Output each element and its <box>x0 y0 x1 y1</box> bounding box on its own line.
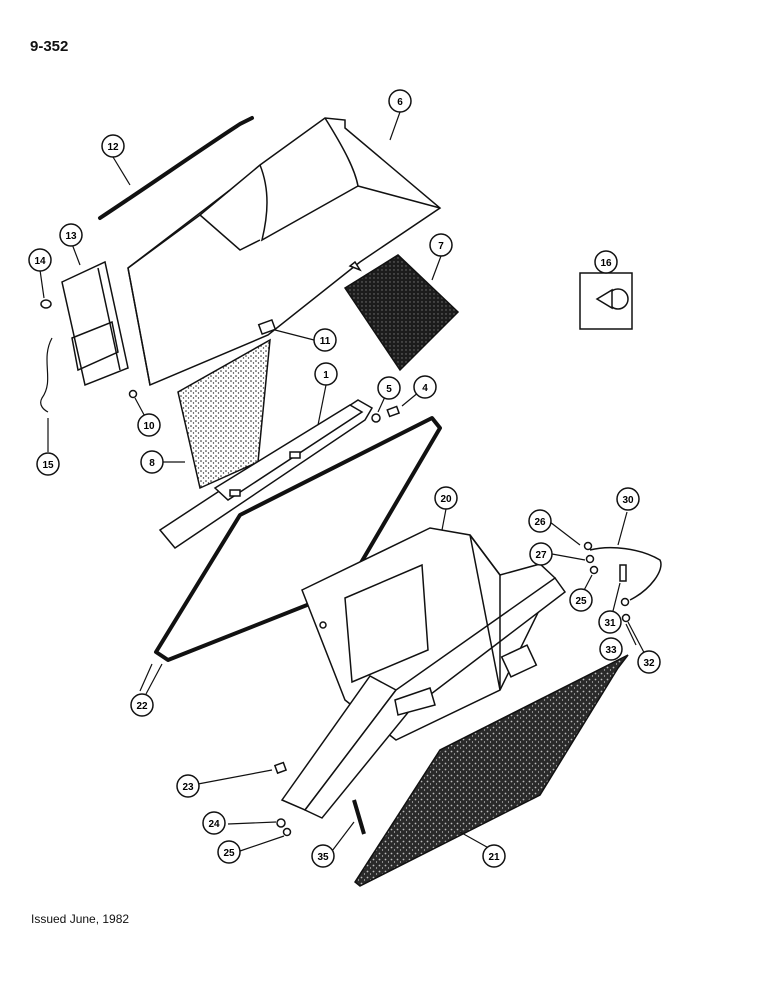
callout-24: 24 <box>202 811 226 835</box>
svg-text:33: 33 <box>605 645 617 656</box>
part-12-hose <box>98 116 254 220</box>
callout-10: 10 <box>137 413 161 437</box>
part-1-tray <box>158 399 374 550</box>
callout-11: 11 <box>313 328 337 352</box>
part-33-washer <box>620 597 630 607</box>
part-20-frame <box>280 527 567 819</box>
svg-text:32: 32 <box>643 658 655 669</box>
callout-14: 14 <box>28 248 52 272</box>
part-21-pad <box>354 654 629 887</box>
part-25b-washer <box>589 565 599 575</box>
svg-text:25: 25 <box>223 848 235 859</box>
callout-25b: 25 <box>569 588 593 612</box>
svg-text:35: 35 <box>317 852 329 863</box>
callout-7: 7 <box>429 233 453 257</box>
page-number: 9-352 <box>30 38 69 55</box>
svg-text:25: 25 <box>575 596 587 607</box>
svg-text:20: 20 <box>440 494 452 505</box>
svg-text:23: 23 <box>182 782 194 793</box>
part-27-nut <box>585 554 595 564</box>
svg-text:8: 8 <box>149 458 155 469</box>
svg-text:24: 24 <box>208 819 220 830</box>
svg-text:5: 5 <box>386 384 392 395</box>
svg-text:1: 1 <box>323 370 329 381</box>
svg-text:6: 6 <box>397 97 403 108</box>
svg-text:26: 26 <box>534 517 546 528</box>
part-23-bolt <box>273 761 288 775</box>
svg-text:22: 22 <box>136 701 148 712</box>
callout-20: 20 <box>434 486 458 510</box>
part-25-washer <box>282 827 292 837</box>
callout-26: 26 <box>528 509 552 533</box>
callout-35: 35 <box>311 844 335 868</box>
svg-text:21: 21 <box>488 852 500 863</box>
part-14-knob <box>40 299 52 309</box>
callout-23: 23 <box>176 774 200 798</box>
callout-16: 16 <box>594 250 618 274</box>
issue-date-note: Issued June, 1982 <box>31 912 130 926</box>
part-31-bolt <box>619 564 627 582</box>
part-35-stud <box>352 799 366 835</box>
callout-30: 30 <box>616 487 640 511</box>
callout-5: 5 <box>377 376 401 400</box>
svg-text:14: 14 <box>34 256 46 267</box>
part-7-screen <box>343 254 460 372</box>
part-26-washer <box>583 541 593 551</box>
svg-text:30: 30 <box>622 495 634 506</box>
part-15-cable <box>40 337 53 413</box>
callout-1: 1 <box>314 362 338 386</box>
part-11-clip <box>257 318 277 336</box>
part-4-bolt <box>386 405 401 418</box>
callout-31: 31 <box>598 610 622 634</box>
part-10-screw <box>128 389 138 399</box>
svg-text:10: 10 <box>143 421 155 432</box>
svg-text:15: 15 <box>42 460 54 471</box>
callout-32: 32 <box>637 650 661 674</box>
svg-text:4: 4 <box>422 383 428 394</box>
callout-33: 33 <box>599 637 623 661</box>
callout-22: 22 <box>130 693 154 717</box>
callout-27: 27 <box>529 542 553 566</box>
svg-text:27: 27 <box>535 550 547 561</box>
part-6-cover <box>127 117 442 387</box>
callout-8: 8 <box>140 450 164 474</box>
svg-text:31: 31 <box>604 618 616 629</box>
callout-21: 21 <box>482 844 506 868</box>
callout-15: 15 <box>36 452 60 476</box>
callout-12: 12 <box>101 134 125 158</box>
svg-text:12: 12 <box>107 142 119 153</box>
part-13-panel <box>61 260 129 387</box>
callout-13: 13 <box>59 223 83 247</box>
callout-25a: 25 <box>217 840 241 864</box>
part-22-gasket <box>154 416 442 662</box>
part-16-inset <box>579 272 633 330</box>
svg-text:16: 16 <box>600 258 612 269</box>
part-24-nut <box>276 818 286 828</box>
part-32-nut <box>621 613 631 623</box>
callout-4: 4 <box>413 375 437 399</box>
svg-text:13: 13 <box>65 231 77 242</box>
part-30-wire <box>589 546 662 601</box>
svg-text:11: 11 <box>320 336 331 347</box>
part-5-washer <box>371 413 381 423</box>
svg-text:7: 7 <box>438 241 444 252</box>
callout-6: 6 <box>388 89 412 113</box>
